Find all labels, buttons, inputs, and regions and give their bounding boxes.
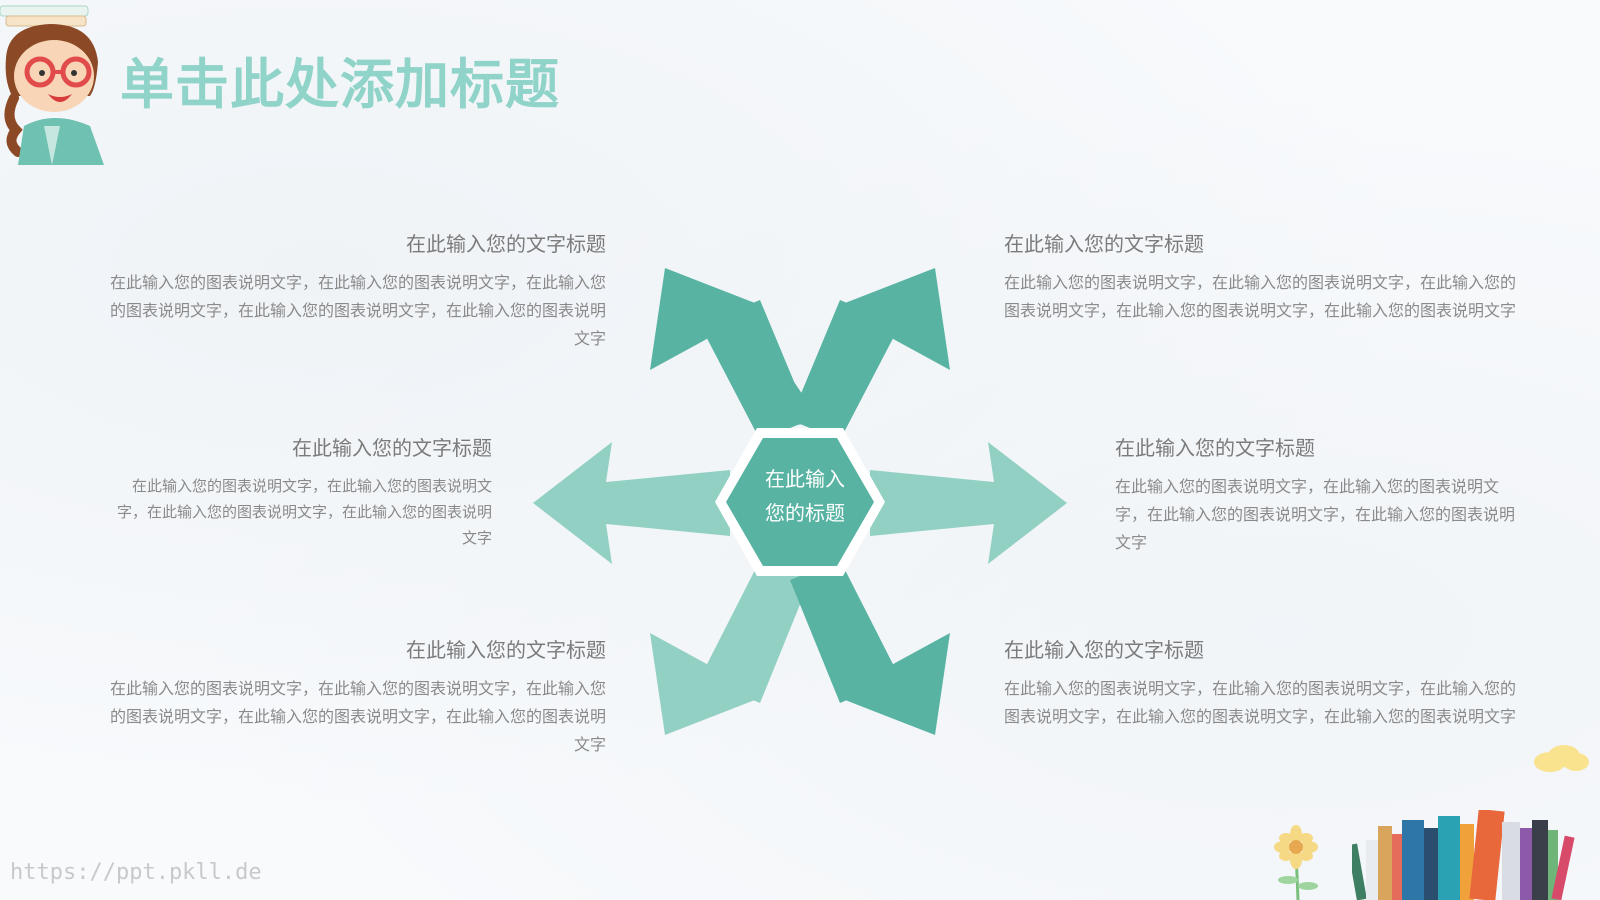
text-block-title: 在此输入您的文字标题 — [1004, 638, 1204, 662]
arrow-down-left — [650, 560, 810, 735]
center-hexagon — [715, 428, 885, 576]
text-block-body: 在此输入您的图表说明文字，在此输入您的图表说明文字，在此输入您的图表说明文字，在… — [1004, 679, 1517, 726]
text-block-body: 在此输入您的图表说明文字，在此输入您的图表说明文字，在此输入您的图表说明文字，在… — [1004, 273, 1517, 320]
books-shelf-icon — [1352, 810, 1575, 900]
text-block-title: 在此输入您的文字标题 — [406, 638, 606, 662]
text-block-mid-right[interactable]: 在此输入您的文字标题 在此输入您的图表说明文字，在此输入您的图表说明文字，在此输… — [1115, 432, 1520, 557]
center-label-line1: 在此输入 — [765, 467, 845, 491]
text-block-top-left[interactable]: 在此输入您的文字标题 在此输入您的图表说明文字，在此输入您的图表说明文字，在此输… — [108, 228, 606, 353]
flower-icon — [1274, 825, 1318, 900]
arrow-left — [533, 442, 730, 564]
text-block-title: 在此输入您的文字标题 — [406, 232, 606, 256]
text-block-bottom-left[interactable]: 在此输入您的文字标题 在此输入您的图表说明文字，在此输入您的图表说明文字，在此输… — [108, 634, 606, 759]
center-label-line2: 您的标题 — [765, 501, 845, 525]
arrow-up-right — [790, 268, 950, 440]
text-block-title: 在此输入您的文字标题 — [1004, 232, 1204, 256]
text-block-body: 在此输入您的图表说明文字，在此输入您的图表说明文字，在此输入您的图表说明文字，在… — [1115, 477, 1516, 552]
text-block-body: 在此输入您的图表说明文字，在此输入您的图表说明文字，在此输入您的图表说明文字，在… — [109, 273, 606, 348]
cloud-icon — [1534, 745, 1589, 772]
text-block-top-right[interactable]: 在此输入您的文字标题 在此输入您的图表说明文字，在此输入您的图表说明文字，在此输… — [1004, 228, 1520, 325]
text-block-body: 在此输入您的图表说明文字，在此输入您的图表说明文字，在此输入您的图表说明文字，在… — [109, 679, 606, 754]
text-block-bottom-right[interactable]: 在此输入您的文字标题 在此输入您的图表说明文字，在此输入您的图表说明文字，在此输… — [1004, 634, 1520, 731]
arrow-up-left — [650, 268, 820, 440]
text-block-mid-left[interactable]: 在此输入您的文字标题 在此输入您的图表说明文字，在此输入您的图表说明文字，在此输… — [104, 432, 492, 551]
girl-with-glasses-icon — [0, 5, 104, 165]
center-label: 在此输入 您的标题 — [740, 462, 870, 530]
arrow-down-right — [790, 560, 950, 735]
arrow-right — [870, 442, 1067, 564]
watermark-url[interactable]: https://ppt.pkll.de — [10, 860, 262, 885]
text-block-title: 在此输入您的文字标题 — [292, 436, 492, 460]
slide-title[interactable]: 单击此处添加标题 — [120, 53, 560, 116]
text-block-title: 在此输入您的文字标题 — [1115, 436, 1315, 460]
text-block-body: 在此输入您的图表说明文字，在此输入您的图表说明文字，在此输入您的图表说明文字，在… — [116, 477, 492, 547]
